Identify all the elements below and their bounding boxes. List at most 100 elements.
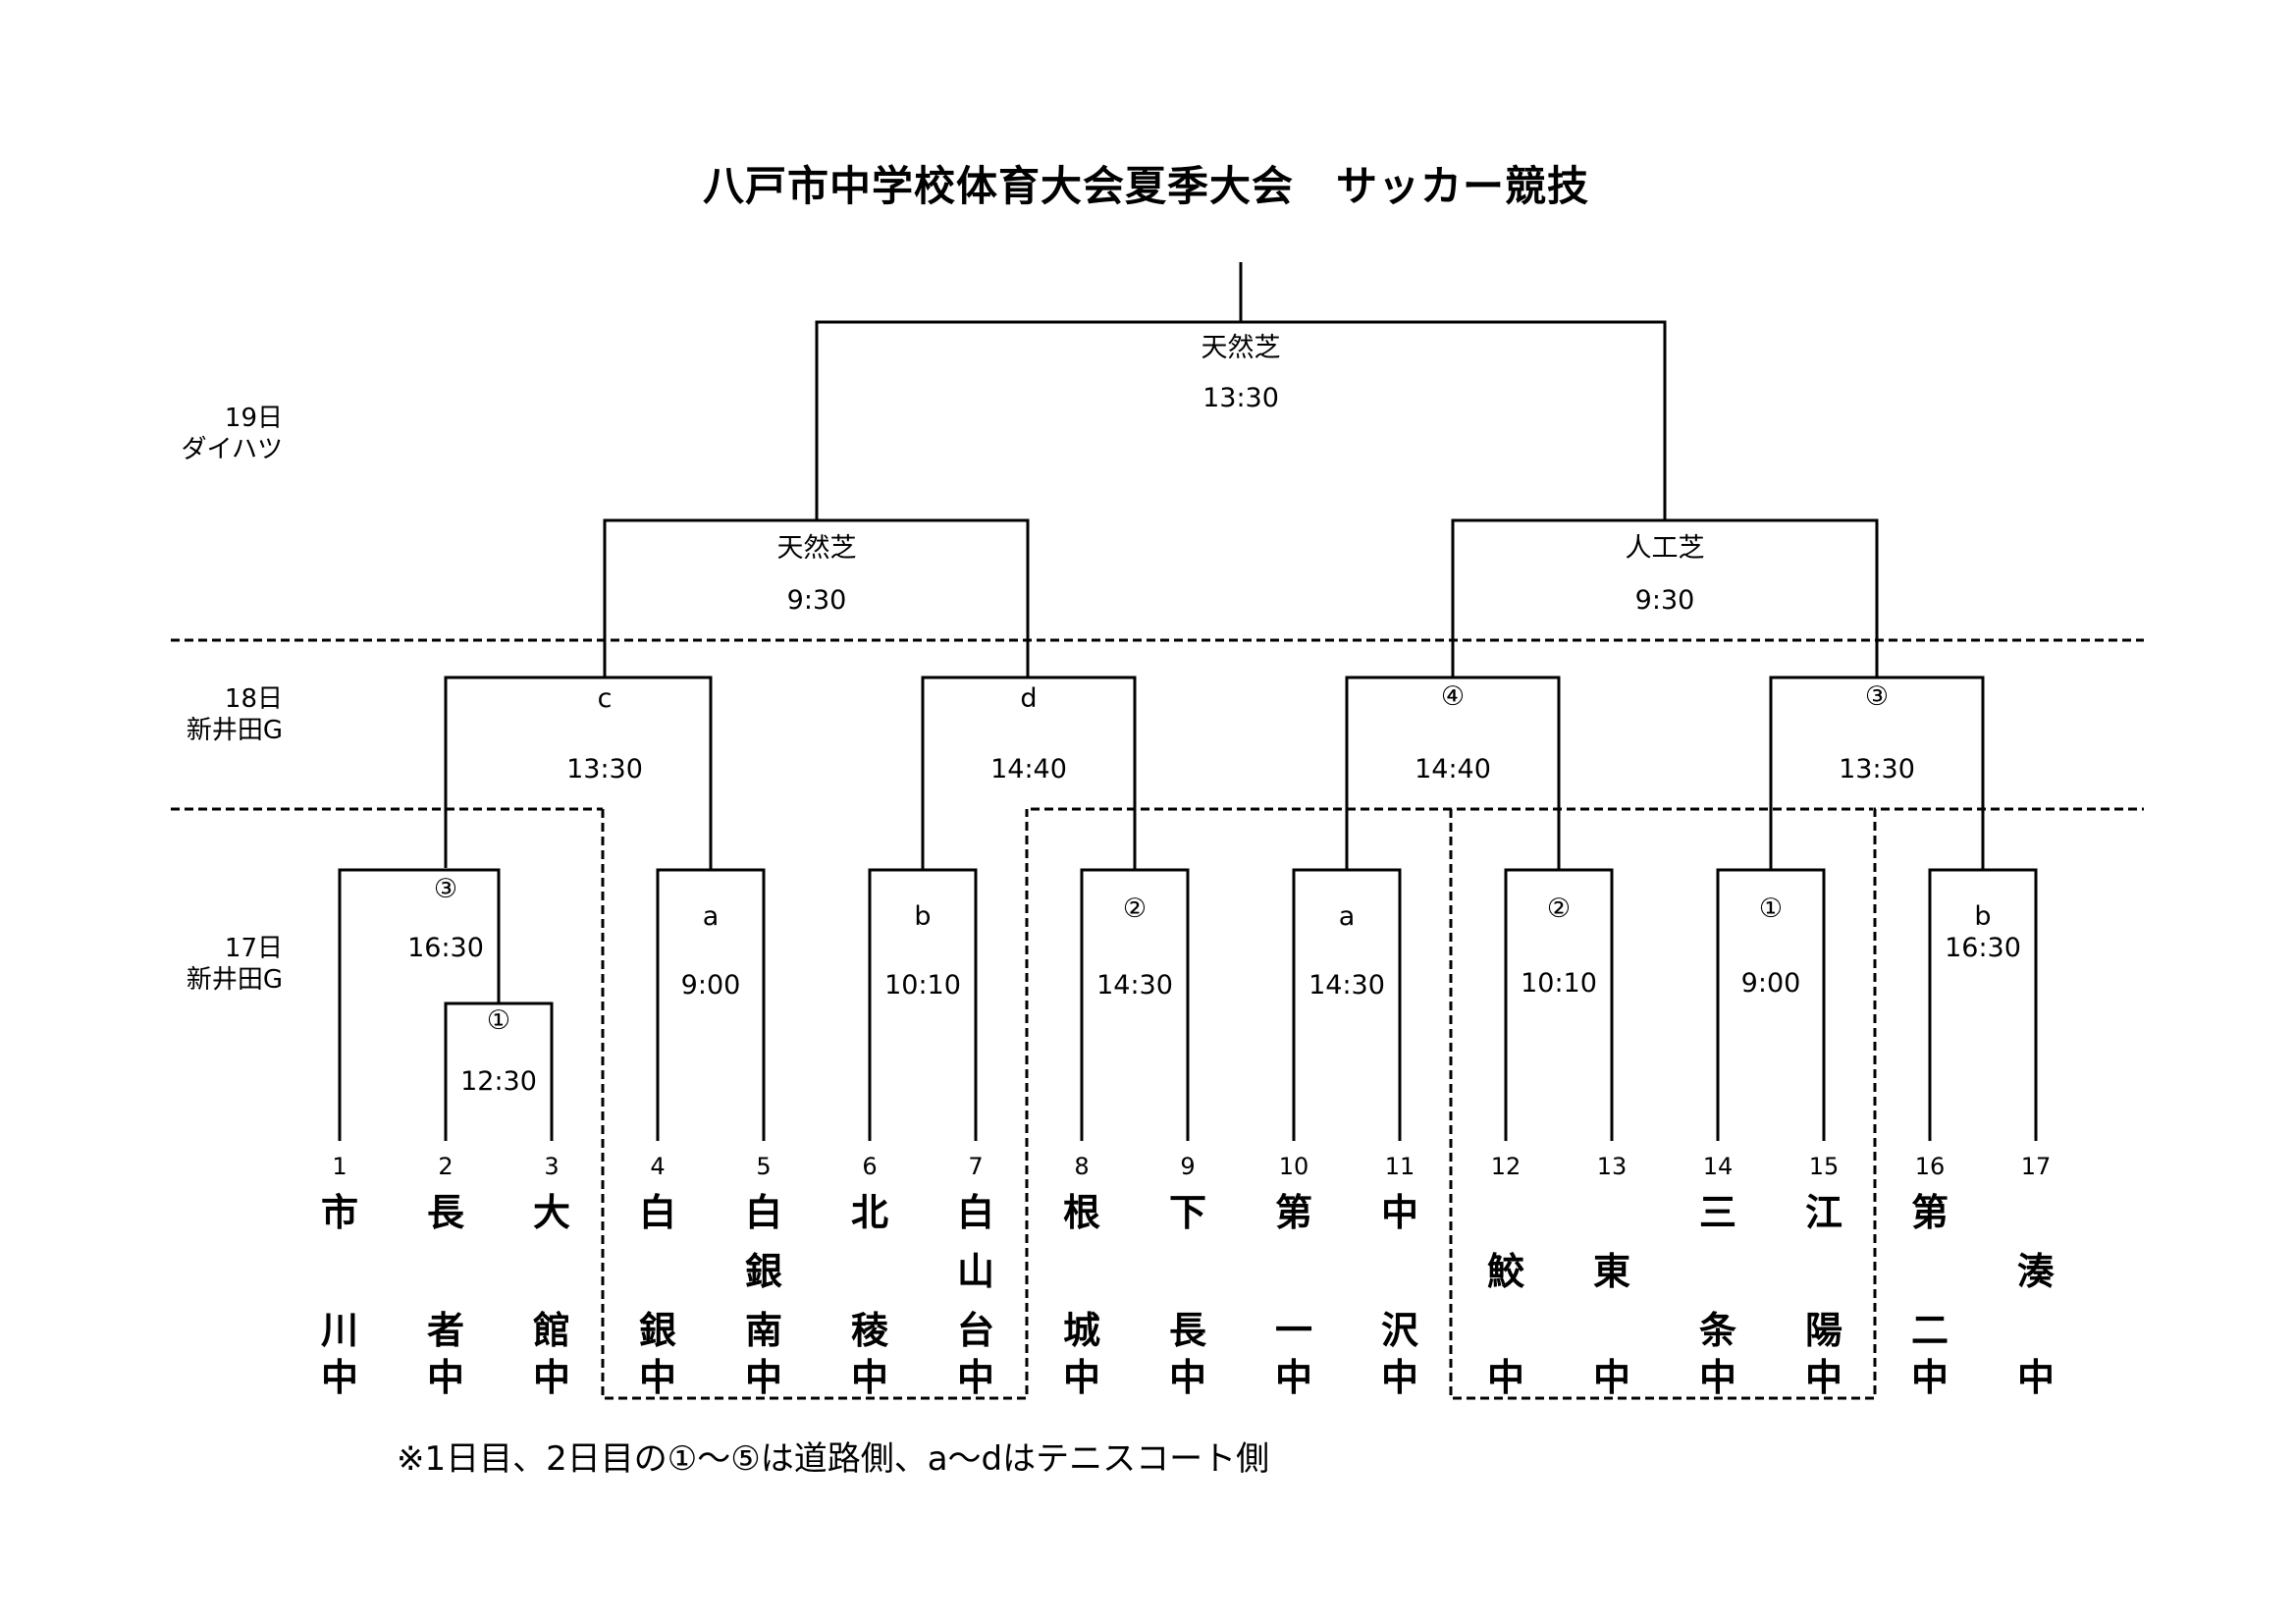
bracket-line bbox=[1928, 868, 2038, 1141]
team-name-char: 中 bbox=[1380, 1356, 1419, 1399]
match-court: ① bbox=[486, 1005, 511, 1036]
team-name-char: 中 bbox=[532, 1356, 571, 1399]
team-seed-number: 11 bbox=[1384, 1153, 1415, 1180]
team-name-char: 中 bbox=[1804, 1356, 1843, 1399]
team-seed-number: 17 bbox=[2020, 1153, 2052, 1180]
day-label-17: 17日 新井田G bbox=[106, 933, 283, 996]
team-seed-number: 15 bbox=[1808, 1153, 1840, 1180]
team-seed-number: 14 bbox=[1702, 1153, 1734, 1180]
match-time: 10:10 bbox=[884, 970, 961, 1001]
day-date: 17日 bbox=[224, 934, 283, 963]
bracket-line bbox=[1716, 868, 1826, 1141]
day-date: 19日 bbox=[224, 404, 283, 433]
bracket-line bbox=[815, 320, 1667, 520]
team-name-char: 条 bbox=[1698, 1309, 1737, 1352]
day-label-18: 18日 新井田G bbox=[106, 683, 283, 746]
day-venue: 新井田G bbox=[186, 716, 283, 745]
quarter-court: c bbox=[597, 683, 613, 714]
team-name-char: 中 bbox=[638, 1356, 677, 1399]
team-name-char: 中 bbox=[1698, 1356, 1737, 1399]
team-name-char: 江 bbox=[1804, 1191, 1843, 1234]
bracket-line bbox=[1504, 868, 1614, 1141]
team-name-char: 白 bbox=[638, 1191, 677, 1234]
team-name-char: 陽 bbox=[1804, 1309, 1843, 1352]
team-name-char: 台 bbox=[956, 1309, 995, 1352]
final-field: 天然芝 bbox=[1201, 333, 1281, 363]
team-name-char: 第 bbox=[1274, 1191, 1313, 1234]
team-name-char: 中 bbox=[1168, 1356, 1207, 1399]
team-seed-number: 5 bbox=[756, 1153, 772, 1180]
page-title: 八戸市中学校体育大会夏季大会 サッカー競技 bbox=[703, 162, 1590, 210]
match-time: 9:00 bbox=[680, 970, 741, 1001]
team-seed-number: 6 bbox=[862, 1153, 878, 1180]
bracket-line bbox=[444, 1001, 554, 1141]
team-name-char: 下 bbox=[1168, 1191, 1207, 1234]
semi-field: 人工芝 bbox=[1625, 533, 1705, 564]
team-name-char: 中 bbox=[956, 1356, 995, 1399]
team-name-char: 北 bbox=[850, 1191, 889, 1234]
team-name-char: 川 bbox=[320, 1309, 359, 1352]
bracket-line bbox=[656, 868, 766, 1141]
team-name-char: 中 bbox=[1274, 1356, 1313, 1399]
match-time: 14:30 bbox=[1096, 970, 1173, 1001]
team-seed-number: 16 bbox=[1914, 1153, 1946, 1180]
bracket-line bbox=[1292, 868, 1402, 1141]
day-venue: 新井田G bbox=[186, 965, 283, 995]
team-name-char: 銀 bbox=[638, 1309, 677, 1352]
semi-field: 天然芝 bbox=[776, 533, 857, 564]
match-court: b bbox=[914, 901, 932, 932]
semi-time: 9:30 bbox=[786, 585, 847, 616]
team-seed-number: 12 bbox=[1490, 1153, 1522, 1180]
bracket-line bbox=[1769, 676, 1985, 870]
footnote: ※1日目、2日目の①～⑤は道路側、a～dはテニスコート側 bbox=[397, 1439, 1270, 1479]
quarter-time: 13:30 bbox=[1839, 754, 1915, 785]
bracket-line bbox=[338, 868, 501, 1141]
team-name-char: 中 bbox=[1910, 1356, 1949, 1399]
match-time: 10:10 bbox=[1521, 968, 1597, 999]
day-venue: ダイハツ bbox=[181, 435, 283, 464]
match-time: 16:30 bbox=[407, 933, 484, 963]
team-name-char: 鮫 bbox=[1486, 1250, 1525, 1293]
bracket-line bbox=[444, 676, 713, 870]
team-seed-number: 10 bbox=[1278, 1153, 1309, 1180]
quarter-court: ④ bbox=[1440, 681, 1466, 712]
group-box bbox=[1449, 807, 2144, 1400]
team-seed-number: 13 bbox=[1596, 1153, 1628, 1180]
team-name-char: 長 bbox=[1168, 1309, 1207, 1352]
team-seed-number: 3 bbox=[544, 1153, 560, 1180]
bracket-line bbox=[1345, 676, 1561, 870]
team-seed-number: 8 bbox=[1074, 1153, 1090, 1180]
team-name-char: 中 bbox=[320, 1356, 359, 1399]
match-court: ② bbox=[1546, 893, 1572, 924]
team-name-char: 銀 bbox=[744, 1250, 783, 1293]
team-name-char: 第 bbox=[1910, 1191, 1949, 1234]
quarter-time: 14:40 bbox=[1415, 754, 1491, 785]
team-name-char: 館 bbox=[532, 1309, 571, 1352]
team-name-char: 中 bbox=[426, 1356, 465, 1399]
quarter-court: ③ bbox=[1864, 681, 1890, 712]
team-seed-number: 7 bbox=[968, 1153, 984, 1180]
team-seed-number: 9 bbox=[1180, 1153, 1196, 1180]
match-time: 9:00 bbox=[1740, 968, 1801, 999]
bracket-line bbox=[921, 676, 1137, 870]
team-name-char: 稜 bbox=[850, 1309, 889, 1352]
team-name-char: 根 bbox=[1062, 1191, 1101, 1234]
group-box bbox=[601, 809, 1029, 1400]
team-name-char: 市 bbox=[320, 1191, 359, 1234]
team-name-char: 三 bbox=[1698, 1191, 1737, 1234]
final-time: 13:30 bbox=[1202, 383, 1279, 413]
team-name-char: 中 bbox=[2016, 1356, 2056, 1399]
team-name-char: 一 bbox=[1274, 1309, 1313, 1352]
match-court: ② bbox=[1122, 893, 1148, 924]
bracket-line bbox=[603, 518, 1030, 677]
team-name-char: 東 bbox=[1592, 1250, 1631, 1293]
match-court: ③ bbox=[433, 874, 458, 904]
team-name-char: 者 bbox=[426, 1309, 465, 1352]
quarter-time: 13:30 bbox=[566, 754, 643, 785]
team-name-char: 中 bbox=[1380, 1191, 1419, 1234]
team-name-char: 中 bbox=[744, 1356, 783, 1399]
bracket-line bbox=[868, 868, 978, 1141]
quarter-time: 14:40 bbox=[990, 754, 1067, 785]
team-name-char: 大 bbox=[532, 1191, 571, 1234]
